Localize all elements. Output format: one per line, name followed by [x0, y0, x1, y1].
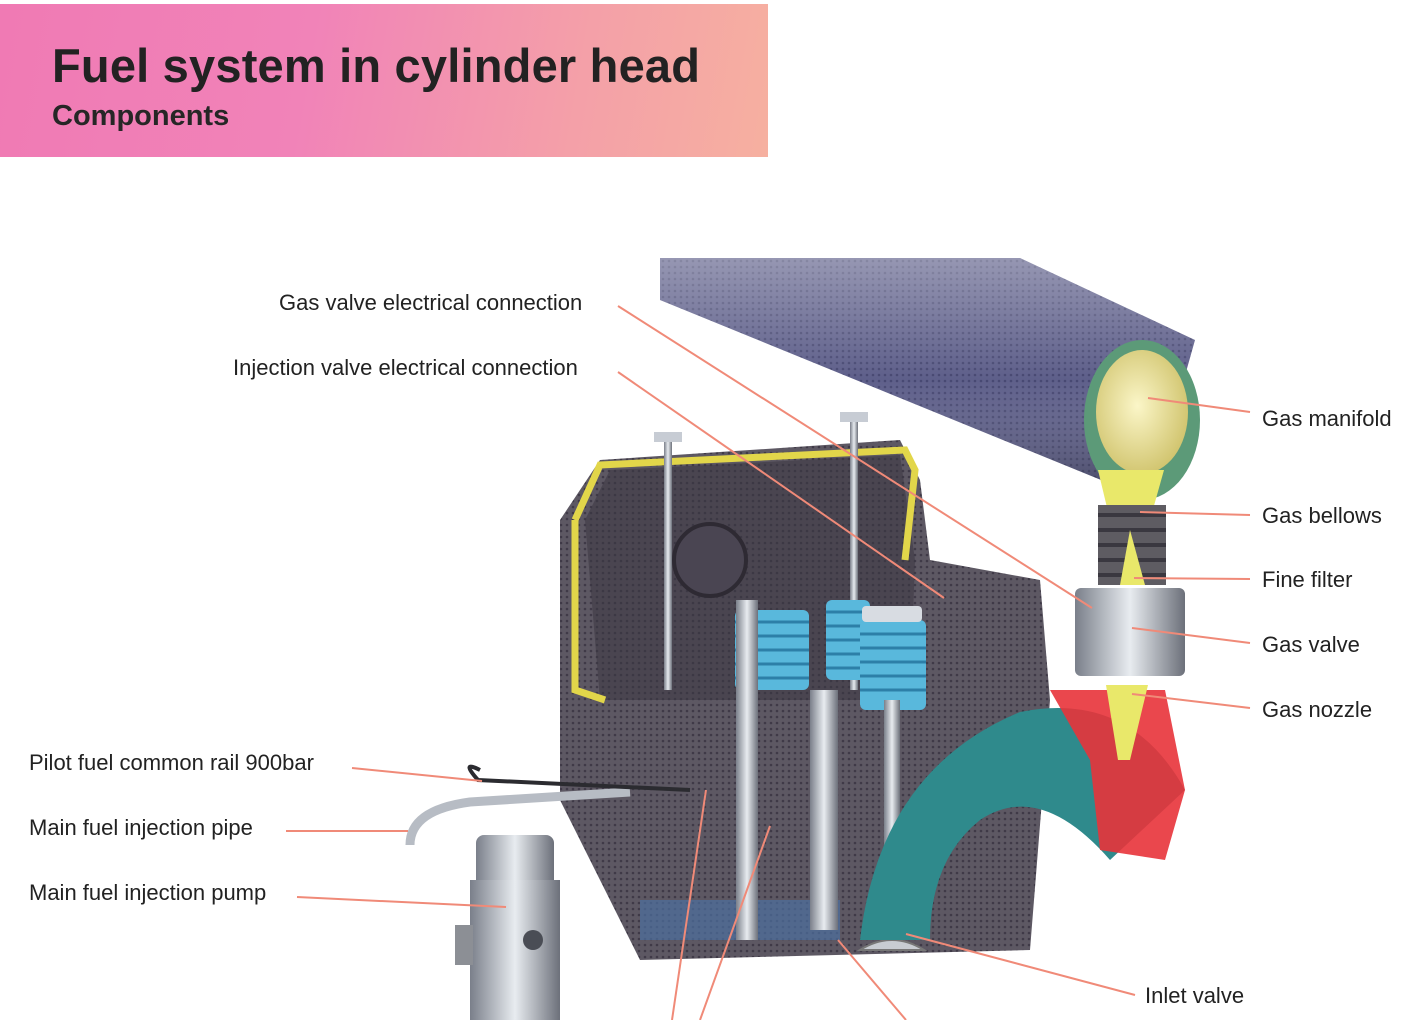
label-gas-nozzle: Gas nozzle [1262, 697, 1373, 722]
gas-valve-assembly [1075, 470, 1185, 760]
label-gas-valve-electrical-connection: Gas valve electrical connection [279, 290, 583, 315]
label-fine-filter: Fine filter [1262, 567, 1353, 592]
leader-lines [286, 305, 1251, 1020]
spring-middle [826, 600, 870, 680]
label-gas-valve: Gas valve [1262, 632, 1360, 657]
leader-bottom-3 [837, 939, 907, 1020]
cylinder-head-body [560, 440, 1050, 960]
leader-gas-nozzle [1131, 693, 1251, 709]
label-gas-bellows: Gas bellows [1262, 503, 1382, 528]
leader-pilot-fuel [351, 767, 483, 782]
label-gas-manifold: Gas manifold [1262, 406, 1392, 431]
gas-nozzle-housing [1050, 690, 1185, 860]
leader-bottom-1 [671, 789, 707, 1020]
gas-manifold-shape [660, 258, 1200, 500]
spring-right [860, 606, 926, 710]
leader-injection-electrical [617, 371, 945, 599]
head-bolts [654, 412, 868, 690]
label-main-fuel-injection-pump: Main fuel injection pump [29, 880, 267, 905]
label-injection-valve-electrical-connection: Injection valve electrical connection [233, 355, 578, 380]
valve-stems [736, 600, 928, 951]
fuel-pump-assembly [405, 764, 691, 1020]
leader-inlet-valve [905, 933, 1136, 996]
page-title: Fuel system in cylinder head [52, 39, 701, 92]
leader-main-fuel-pump [296, 896, 507, 908]
page-subtitle: Components [52, 100, 230, 132]
leader-fine-filter [1133, 577, 1251, 580]
leader-bottom-2 [699, 825, 771, 1020]
leader-gas-valve-electrical [617, 305, 1093, 609]
label-inlet-valve: Inlet valve [1145, 983, 1245, 1008]
leader-gas-valve [1131, 627, 1251, 644]
title-banner: Fuel system in cylinder head Components [0, 4, 768, 157]
leader-gas-manifold [1147, 397, 1251, 413]
label-pilot-fuel-common-rail: Pilot fuel common rail 900bar [29, 750, 314, 775]
leader-gas-bellows [1139, 511, 1251, 516]
label-main-fuel-injection-pipe: Main fuel injection pipe [29, 815, 253, 840]
